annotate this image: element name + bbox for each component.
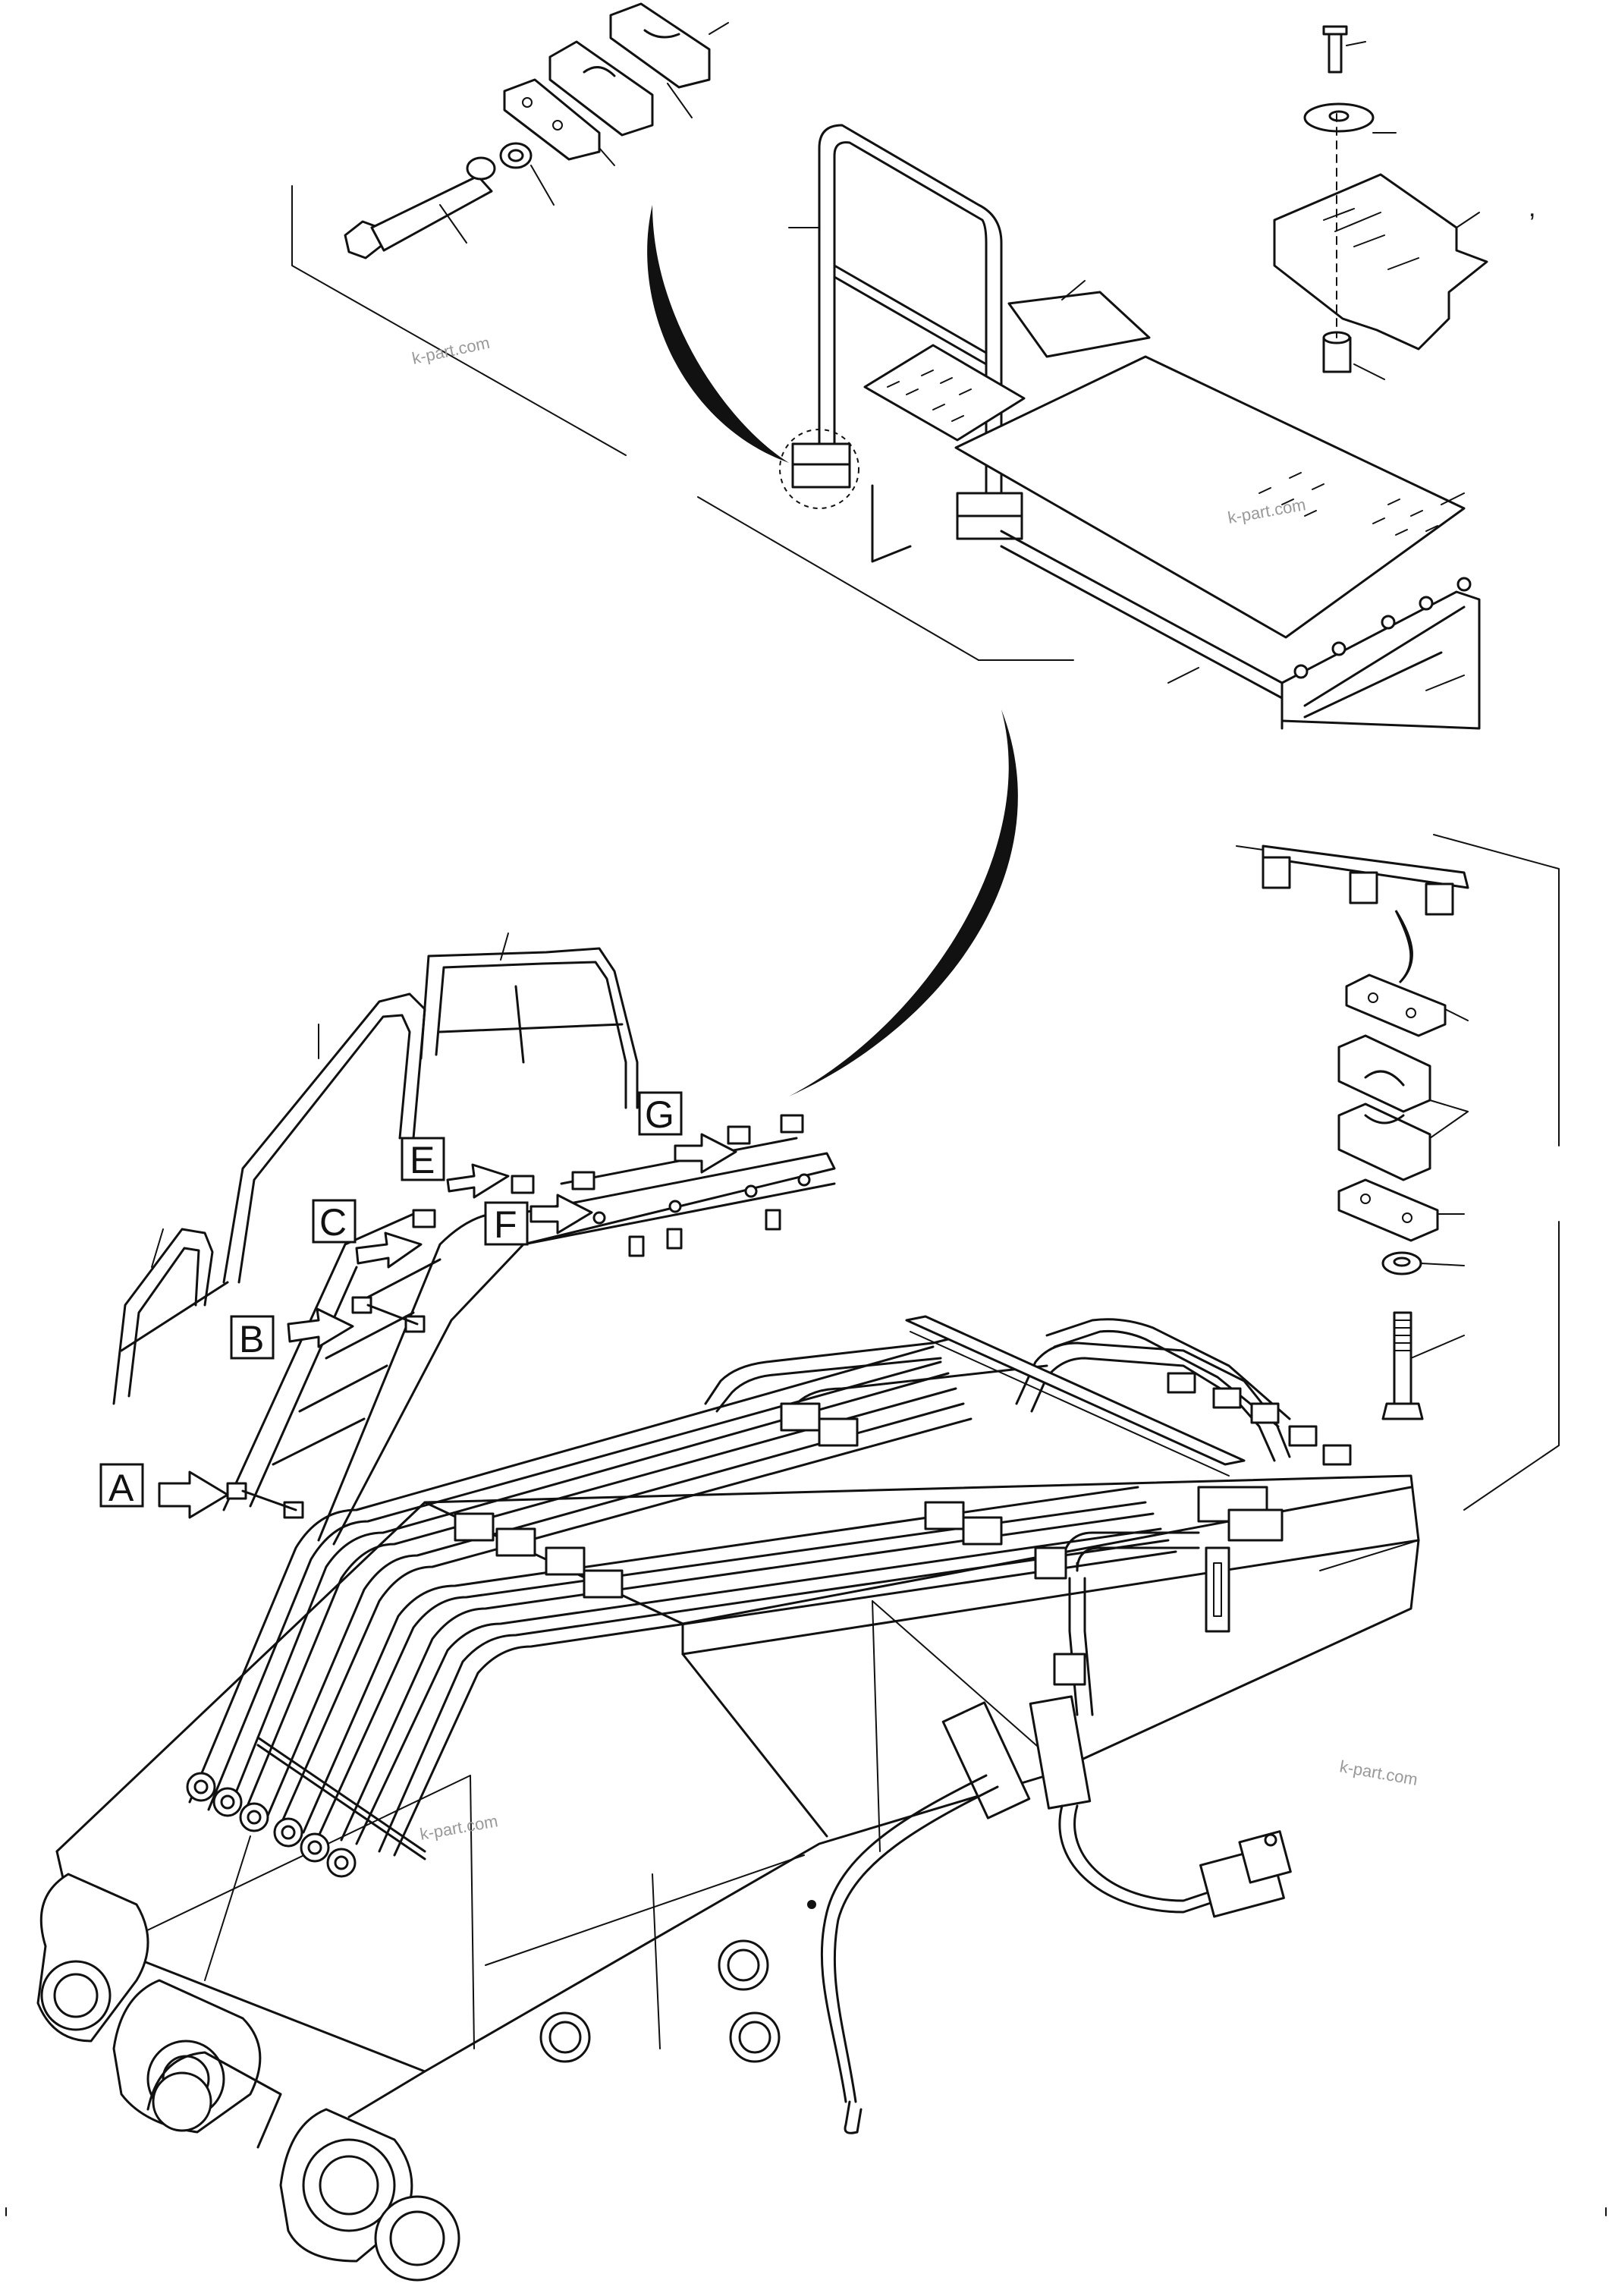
callout-c-label: C <box>319 1201 347 1244</box>
bolt-top-left <box>344 156 496 259</box>
frame-line-top-left <box>291 185 627 456</box>
grating-small <box>863 344 1026 442</box>
hydraulic-pipe-5 <box>340 1512 1155 1842</box>
curve-leader-top <box>647 205 789 463</box>
hydraulic-pipe-2 <box>226 1372 950 1815</box>
callout-b-label: B <box>239 1318 264 1360</box>
frame-line-right <box>1433 834 1560 1146</box>
callout-e-label: E <box>410 1139 435 1181</box>
cage-railing-upper <box>419 947 639 1109</box>
platform-assembly <box>779 124 1481 730</box>
hose-assembly <box>807 1546 1292 2134</box>
pipe-fittings-left <box>186 1736 426 1878</box>
callout-b-arrow <box>287 1307 354 1348</box>
rail-bar <box>1262 844 1469 889</box>
bolt-right <box>1381 1311 1424 1420</box>
hydraulic-pipe-6 <box>378 1539 1170 1853</box>
manifold-bar <box>905 1315 1246 1466</box>
handrail <box>818 124 1003 525</box>
platform-frame <box>871 484 912 563</box>
top-plate <box>1007 291 1151 358</box>
boom-structure <box>36 1474 1420 2282</box>
clamp-right-lower <box>1337 1102 1431 1181</box>
callout-g-label: G <box>645 1093 674 1136</box>
ladder-stringer-right <box>317 1211 525 1546</box>
clamp-parts-top-left <box>344 2 729 259</box>
boom-outline <box>55 1474 1420 2118</box>
callouts: A B C E F G <box>99 1091 737 1519</box>
callout-c-box <box>312 1199 357 1244</box>
parts-top-right: , <box>1273 25 1535 380</box>
callout-f-label: F <box>494 1203 517 1246</box>
hydraulic-lines <box>186 1315 1352 1878</box>
watermark-4: k-part.com <box>419 1811 500 1844</box>
callout-c-arrow <box>355 1231 423 1269</box>
bracket-top-right <box>1273 173 1488 351</box>
grating-slots <box>887 370 1438 536</box>
screw-top-right <box>1322 25 1348 36</box>
callout-a-box <box>99 1463 144 1508</box>
parts-right-side <box>1236 834 1560 1511</box>
curve-leader-middle <box>789 709 1018 1096</box>
callout-e-arrow <box>446 1163 510 1199</box>
hydraulic-pipe-4 <box>302 1486 1139 1834</box>
callout-f-arrow <box>529 1194 593 1234</box>
ladder-stringer-left <box>222 1212 415 1511</box>
plate-right-top <box>1345 973 1447 1037</box>
callout-g-arrow <box>674 1133 737 1174</box>
callout-a-arrow <box>158 1470 229 1519</box>
callout-a-label: A <box>108 1467 134 1509</box>
clamp-half-upper <box>609 2 711 89</box>
watermark-1: k-part.com <box>410 333 492 368</box>
bracket-vertical <box>1205 1546 1230 1633</box>
junction-box <box>941 1701 1031 1820</box>
detail-circle <box>779 429 859 509</box>
hose-cable <box>820 1774 988 2103</box>
callout-b-box <box>230 1315 275 1360</box>
hydraulic-pipe-1 <box>188 1345 935 1804</box>
hydraulic-pipe-3 <box>264 1402 965 1823</box>
clamp-half-lower <box>548 40 654 137</box>
callout-e-box <box>401 1137 445 1181</box>
cage-railing-lower <box>112 1228 214 1405</box>
watermark-3: k-part.com <box>1338 1757 1419 1789</box>
main-deck <box>954 355 1466 639</box>
callout-g-box <box>638 1091 683 1136</box>
plate-top-left <box>503 78 601 161</box>
clamp-right-upper <box>1337 1034 1431 1113</box>
comma-mark: , <box>1529 193 1535 222</box>
callout-f-box <box>484 1201 529 1246</box>
plate-right-bottom <box>1337 1178 1439 1242</box>
cage-railing-left <box>222 992 426 1284</box>
